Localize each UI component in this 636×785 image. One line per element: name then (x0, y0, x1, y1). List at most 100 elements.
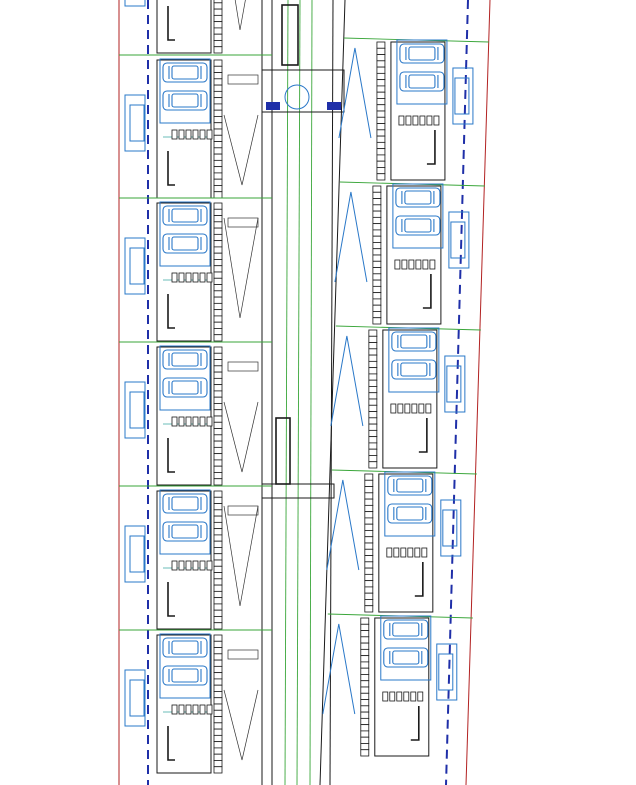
stair-tread (360, 736, 370, 744)
stair-tread (213, 271, 223, 279)
stair-tread (206, 272, 213, 283)
car-icon (391, 331, 437, 352)
stair-tread (213, 472, 223, 480)
stair-tread (407, 547, 414, 558)
car-roof (171, 65, 199, 80)
stair-tread (213, 172, 223, 180)
parking-bay (380, 615, 432, 681)
stair-tread (408, 259, 415, 270)
stair-tread (360, 680, 370, 688)
stair-tread (417, 691, 424, 702)
stair-tread (213, 116, 223, 124)
right-lot-row (322, 37, 489, 757)
stair-tread (360, 661, 370, 669)
stair-tread (213, 365, 223, 373)
stair-tread (206, 704, 213, 715)
stair-tread (368, 348, 378, 356)
stair-icon (372, 185, 382, 325)
stair-tread (360, 730, 370, 738)
stair-tread (178, 272, 185, 283)
stair-tread (393, 547, 400, 558)
stair-tread (213, 503, 223, 511)
stair-tread (368, 448, 378, 456)
ramp-lines (223, 401, 259, 473)
entry-wall (418, 418, 428, 453)
stair-tread (213, 259, 223, 267)
stair-tread (372, 198, 382, 206)
stair-tread (213, 428, 223, 436)
stair-tread (213, 540, 223, 548)
stair-icon (364, 473, 374, 613)
car-icon (399, 71, 445, 92)
building-outline (390, 41, 446, 181)
stair-tread (433, 115, 440, 126)
car-roof (404, 218, 432, 233)
car-roof (392, 650, 420, 665)
stair-tread (404, 403, 411, 414)
stair-tread (372, 260, 382, 268)
car-body (162, 233, 208, 254)
stair-tread (213, 240, 223, 248)
stair-tread (213, 728, 223, 736)
stair-tread (372, 304, 382, 312)
stair-tread (213, 159, 223, 168)
stair-tread (213, 141, 223, 149)
stair-tread (372, 248, 382, 256)
stair-icon (171, 560, 213, 571)
stair-tread (213, 678, 223, 686)
stair-tread (213, 766, 223, 774)
stair-tread (360, 655, 370, 663)
stair-tread (213, 178, 223, 186)
stair-tread (192, 129, 199, 140)
building-outline (374, 617, 430, 757)
car-body (399, 43, 445, 64)
ramp-lines (223, 114, 259, 186)
car-roof (171, 496, 199, 511)
stair-tread (368, 367, 378, 375)
stair-tread (400, 547, 407, 558)
stair-tread (360, 686, 370, 694)
car-body (162, 637, 208, 658)
building-outline (156, 346, 212, 486)
stair-tread (213, 65, 223, 73)
right-lot (334, 181, 485, 325)
stair-tread (213, 296, 223, 304)
stair-tread (213, 328, 223, 336)
stair-tread (213, 208, 223, 216)
stair-tread (364, 492, 374, 500)
stair-tread (364, 567, 374, 575)
stair-tread (364, 599, 374, 607)
stair-tread (368, 398, 378, 406)
car-icon (162, 637, 208, 658)
stair-tread (213, 597, 223, 605)
stair-tread (372, 235, 382, 243)
parking-bay (159, 345, 211, 411)
car-roof (171, 524, 199, 539)
stair-tread (368, 386, 378, 394)
crosswalk (227, 74, 259, 85)
stair-tread (213, 665, 223, 674)
stair-tread (364, 573, 374, 582)
stair-tread (364, 511, 374, 519)
stair-tread (213, 465, 223, 473)
stair-tread (419, 115, 426, 126)
stair-tread (213, 72, 223, 80)
stair-tread (171, 416, 178, 427)
stair-tread (213, 147, 223, 155)
stair-tread (213, 640, 223, 648)
stair-icon (213, 634, 223, 774)
stair-tread (372, 204, 382, 212)
stair-tread (171, 560, 178, 571)
stair-tread (398, 115, 405, 126)
stair-tread (213, 703, 223, 711)
stair-tread (426, 115, 433, 126)
car-roof (171, 352, 199, 367)
stair-tread (382, 691, 389, 702)
stair-tread (213, 352, 223, 360)
car-body (383, 647, 429, 668)
stair-tread (360, 717, 370, 726)
stair-icon (368, 329, 378, 469)
car-roof (171, 380, 199, 395)
stair-tread (213, 233, 223, 242)
stair-tread (376, 66, 386, 74)
